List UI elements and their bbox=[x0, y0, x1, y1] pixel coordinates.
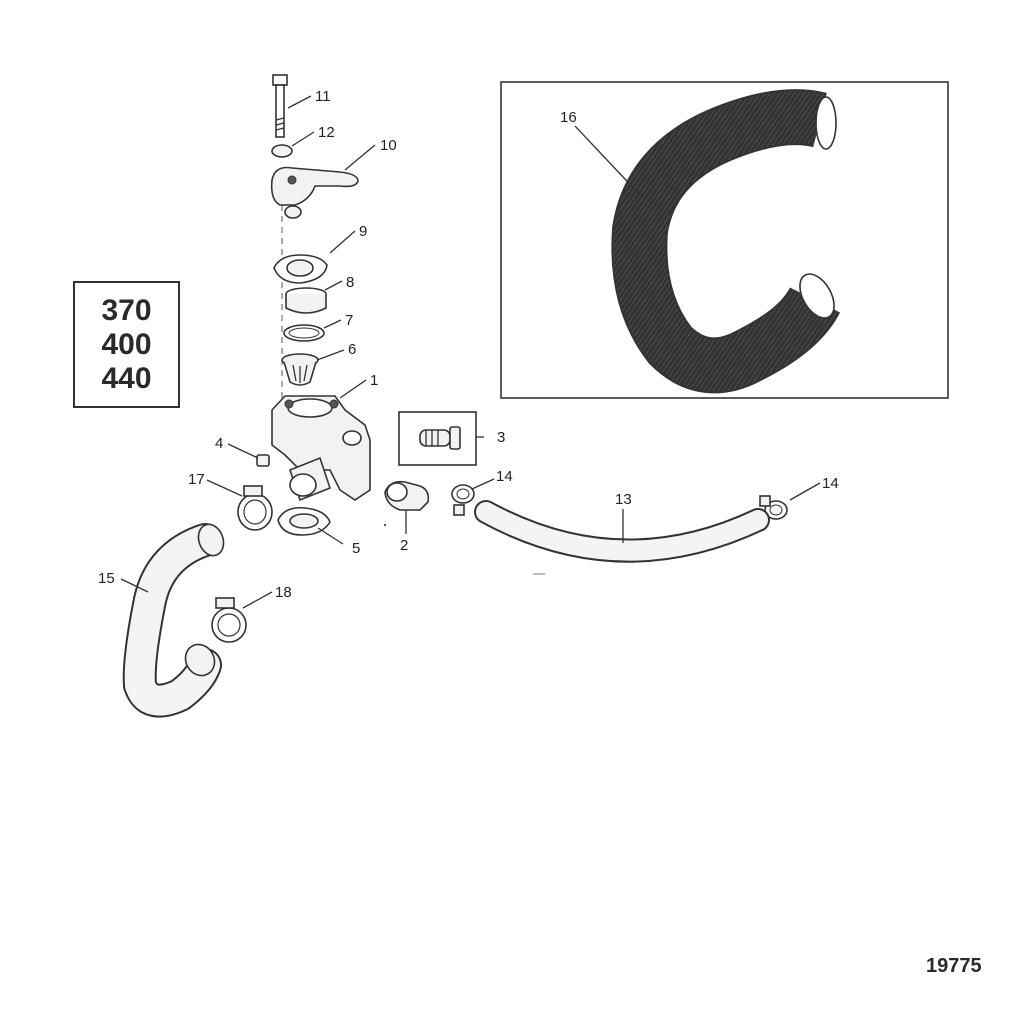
callout-11: 11 bbox=[315, 88, 331, 105]
callout-9: 9 bbox=[359, 223, 367, 240]
callout-16: 16 bbox=[560, 109, 577, 126]
part-11-bolt bbox=[272, 74, 288, 138]
part-16-corrugated-hose-box bbox=[500, 81, 949, 399]
callout-3: 3 bbox=[497, 429, 505, 446]
part-15-formed-hose bbox=[122, 523, 225, 718]
part-3-elbow-fitting-box bbox=[398, 411, 477, 466]
callout-10: 10 bbox=[380, 137, 397, 154]
callout-labels: 11 12 10 9 8 7 6 1 4 17 5 2 3 14 13 14 1… bbox=[98, 88, 839, 601]
part-2-hose-fitting bbox=[384, 480, 430, 511]
part-1-thermostat-housing bbox=[271, 395, 371, 502]
leader-lines bbox=[120, 95, 821, 609]
part-12-washer bbox=[271, 144, 293, 158]
part-14-hose-clamp-left bbox=[451, 484, 475, 516]
scan-speck bbox=[383, 523, 387, 527]
part-17-hose-clamp bbox=[237, 485, 273, 531]
part-9-gasket bbox=[273, 254, 328, 284]
callout-18: 18 bbox=[275, 584, 292, 601]
part-14-hose-clamp-right bbox=[759, 495, 788, 520]
callout-6: 6 bbox=[348, 341, 356, 358]
figure-number: 19775 bbox=[926, 955, 982, 977]
callout-4: 4 bbox=[215, 435, 223, 452]
model-370: 370 bbox=[101, 293, 152, 327]
callout-13: 13 bbox=[615, 491, 632, 508]
part-10-housing-cover bbox=[270, 166, 359, 219]
callout-15: 15 bbox=[98, 570, 115, 587]
callout-2: 2 bbox=[400, 537, 408, 554]
part-4-pipe-plug bbox=[256, 454, 270, 467]
part-8-sleeve bbox=[285, 287, 327, 314]
callout-5: 5 bbox=[352, 540, 360, 557]
callout-14-left: 14 bbox=[496, 468, 513, 485]
model-440: 440 bbox=[101, 361, 152, 395]
model-400: 400 bbox=[101, 327, 152, 361]
callout-17: 17 bbox=[188, 471, 205, 488]
callout-14-right: 14 bbox=[822, 475, 839, 492]
callout-8: 8 bbox=[346, 274, 354, 291]
part-18-hose-clamp bbox=[211, 597, 247, 643]
callout-1: 1 bbox=[370, 372, 378, 389]
callout-7: 7 bbox=[345, 312, 353, 329]
part-13-hose bbox=[474, 500, 770, 563]
model-applicability-box: 370 400 440 bbox=[73, 281, 180, 408]
callout-12: 12 bbox=[318, 124, 335, 141]
part-6-thermostat bbox=[281, 353, 319, 386]
part-5-gasket bbox=[277, 506, 331, 536]
part-7-o-ring bbox=[283, 324, 325, 342]
